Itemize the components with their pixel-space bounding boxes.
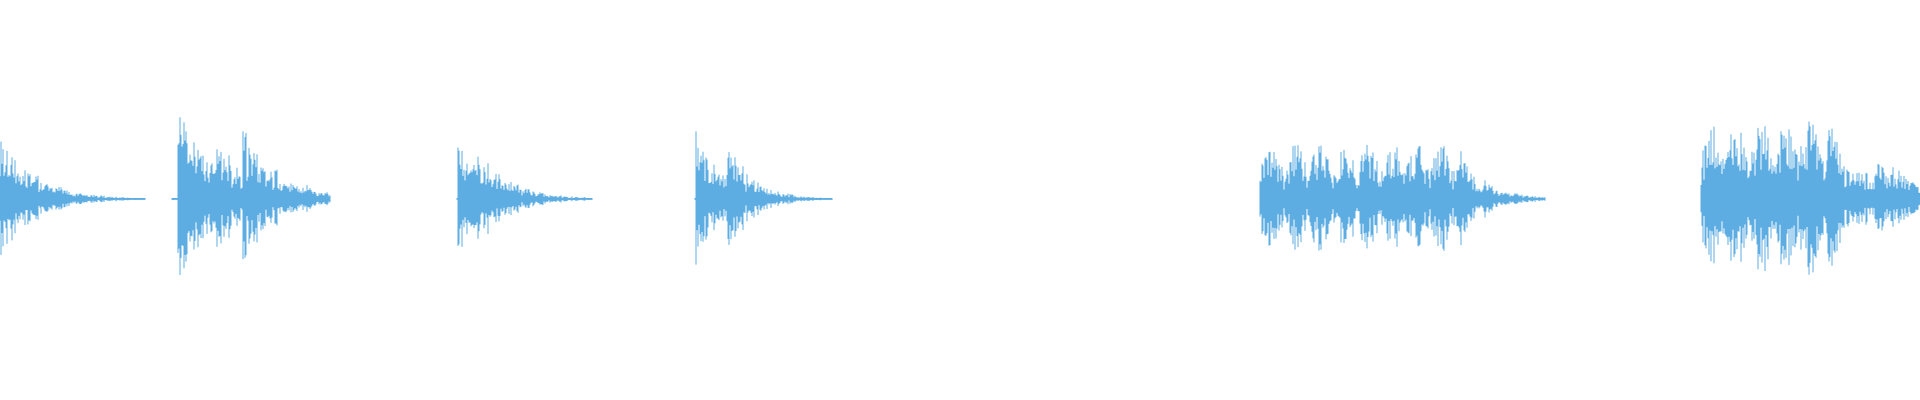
waveform-clip-5-path: [1259, 145, 1546, 251]
waveform-clips: [0, 117, 1920, 275]
waveform-clip-4: [694, 131, 833, 265]
waveform-clip-3-path: [456, 147, 593, 247]
waveform-clip-2-path: [171, 117, 331, 275]
waveform-clip-3: [456, 147, 593, 247]
waveform-clip-5: [1259, 145, 1546, 251]
waveform-clip-6-path: [1700, 121, 1920, 275]
waveform-clip-1-path: [0, 141, 146, 255]
waveform-clip-6: [1700, 121, 1920, 275]
waveform-clip-4-path: [694, 131, 833, 265]
waveform-clip-1: [0, 141, 146, 255]
waveform-clip-2: [171, 117, 331, 275]
